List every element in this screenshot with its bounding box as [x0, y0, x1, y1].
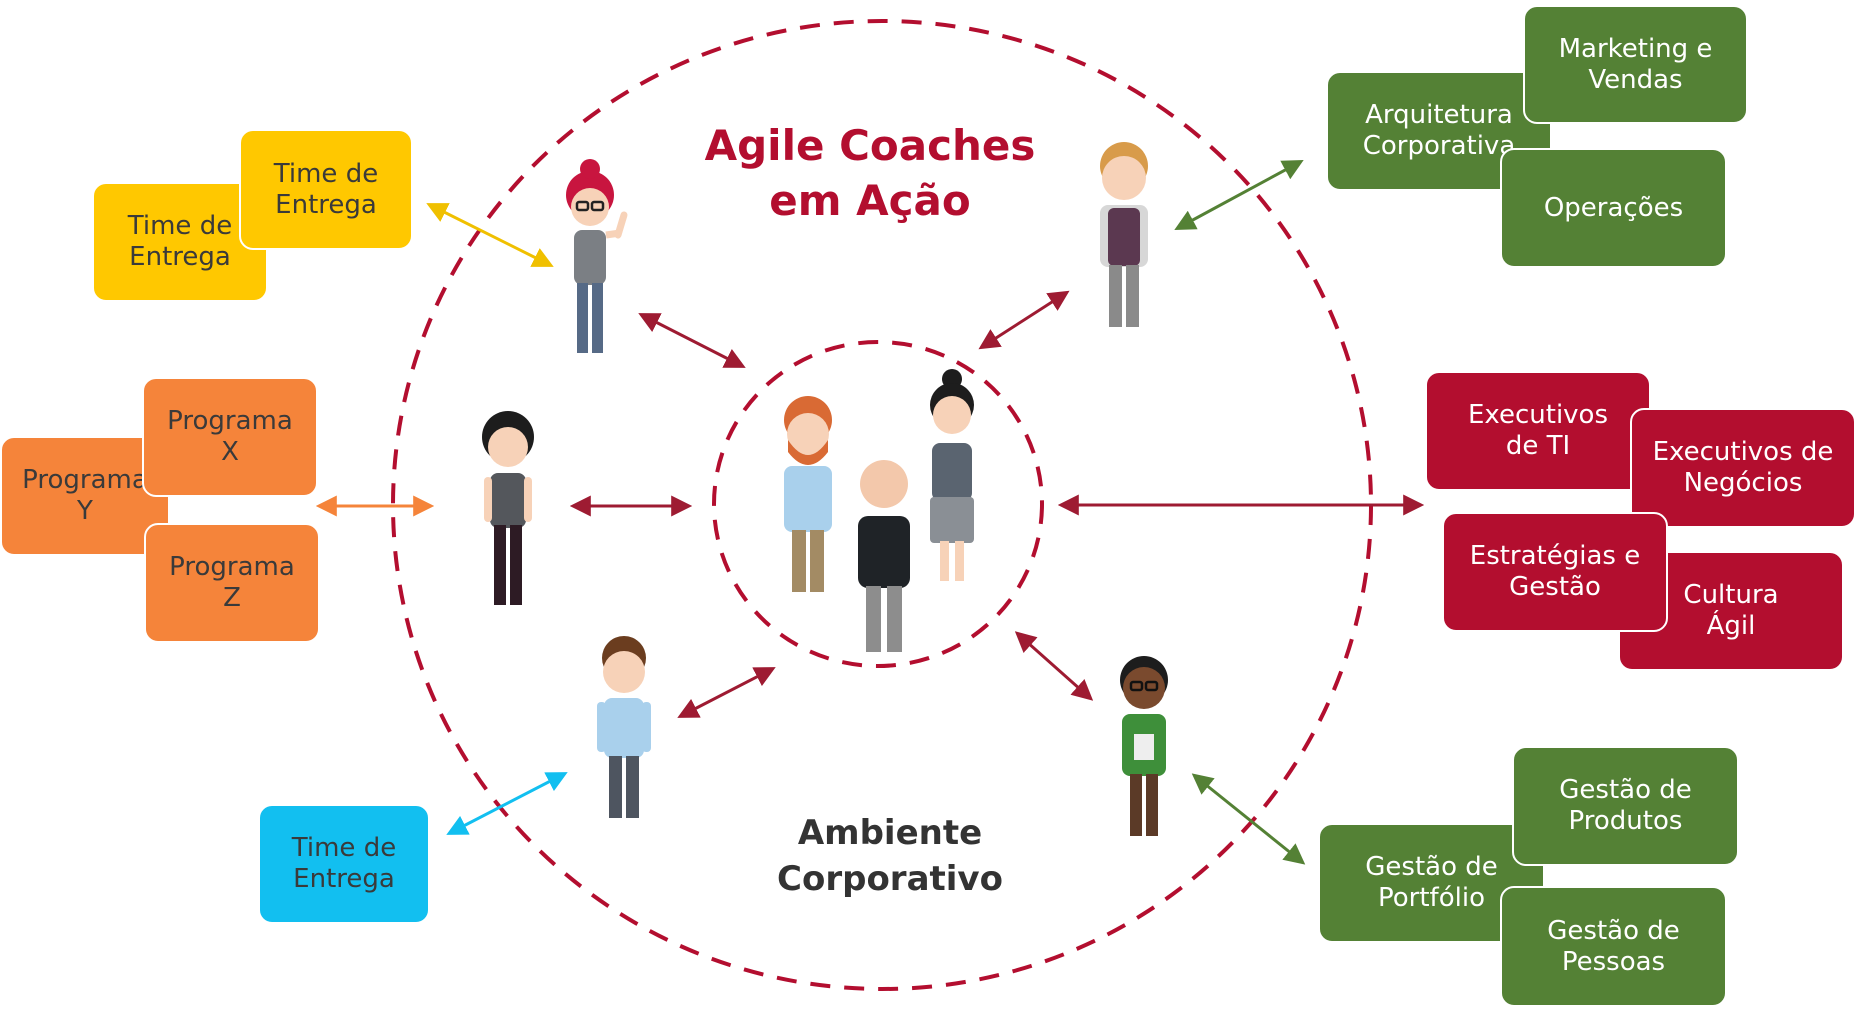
arrow-topright-person-center	[978, 290, 1070, 350]
arrow-yellow	[426, 203, 554, 267]
arrow-green-top	[1174, 160, 1304, 230]
box-marketing-e-vendas: Marketing e Vendas	[1523, 5, 1748, 124]
box-operacoes: Operações	[1500, 148, 1727, 268]
arrow-bottomright-person-center	[1014, 631, 1094, 701]
arrow-blue	[446, 772, 568, 835]
box-time-de-entrega-back: Time de Entrega	[92, 182, 268, 302]
team-group-icon	[784, 369, 974, 652]
subtitle-line-1: Ambiente	[797, 813, 983, 853]
box-programa-z: Programa Z	[144, 523, 320, 643]
box-time-de-entrega-blue: Time de Entrega	[258, 804, 430, 924]
arrow-bottomleft-person-center-line	[677, 667, 776, 718]
box-gestao-de-pessoas: Gestão de Pessoas	[1500, 886, 1727, 1007]
person-icon	[1100, 142, 1148, 327]
subtitle-line-2: Corporativo	[777, 859, 1003, 899]
box-estrategias-e-gestao: Estratégias e Gestão	[1442, 512, 1668, 632]
person-icon	[1120, 656, 1168, 836]
box-programa-y: Programa Y	[0, 436, 170, 556]
box-executivos-de-ti: Executivos de TI	[1425, 371, 1651, 491]
arrow-green-bottom	[1191, 773, 1306, 865]
box-executivos-de-negocios: Executivos de Negócios	[1630, 408, 1856, 528]
person-icon	[597, 636, 651, 818]
box-programa-x: Programa X	[142, 377, 318, 497]
arrow-topleft-person-center	[638, 313, 746, 368]
person-icon	[566, 159, 628, 353]
diagram-title: Agile Coaches em Ação	[680, 118, 1060, 228]
box-time-de-entrega-front: Time de Entrega	[239, 129, 413, 250]
title-line-2: em Ação	[769, 176, 971, 225]
person-icon	[482, 411, 534, 605]
box-gestao-de-produtos: Gestão de Produtos	[1512, 746, 1739, 866]
inner-circle	[712, 340, 1044, 668]
title-line-1: Agile Coaches	[704, 121, 1036, 170]
